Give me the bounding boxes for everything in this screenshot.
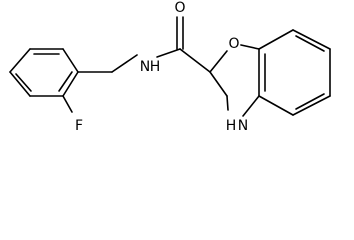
bond <box>292 95 331 116</box>
double-bond <box>295 35 325 52</box>
bond <box>209 50 228 73</box>
bond <box>111 54 138 73</box>
amide-hydrogen-label: H <box>150 59 161 75</box>
ring-nitrogen-label: N <box>238 118 248 134</box>
double-bond <box>58 71 73 92</box>
bond <box>242 95 260 117</box>
bond <box>62 48 79 73</box>
fluorine-label: F <box>75 118 83 134</box>
bond <box>226 95 229 111</box>
bond <box>62 95 73 113</box>
bond <box>179 48 211 73</box>
ring-oxygen-label: O <box>228 36 239 52</box>
bond <box>209 71 228 97</box>
ring-hydrogen-label: H <box>226 118 237 134</box>
bond <box>156 48 181 58</box>
benzo-ring <box>258 29 331 116</box>
double-bond <box>295 93 325 110</box>
bond <box>258 29 294 50</box>
bond <box>258 95 294 116</box>
bond <box>62 71 79 97</box>
fluorophenyl-ring <box>9 48 79 97</box>
bond <box>240 44 260 50</box>
amide-oxygen-label: O <box>174 0 185 16</box>
double-bond <box>15 73 32 92</box>
chemical-structure: F N H O O N H <box>9 0 331 134</box>
bond <box>9 71 31 97</box>
oxazine-ring <box>209 44 260 117</box>
amide-nitrogen-label: N <box>140 59 150 75</box>
bond <box>9 48 31 73</box>
bond <box>292 29 331 50</box>
